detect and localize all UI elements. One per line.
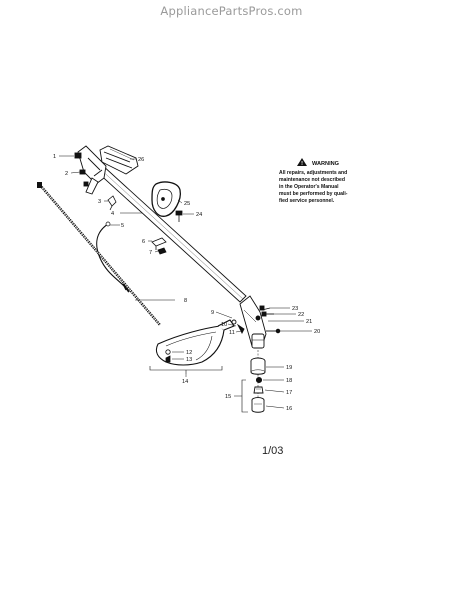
warning-line-2: maintenance not described: [279, 177, 345, 183]
warning-line-5: fied service personnel.: [279, 198, 335, 204]
callout-11: 11: [229, 330, 235, 336]
callout-13: 13: [186, 357, 192, 363]
throttle-housing: [99, 145, 139, 175]
part-3-clip: [107, 195, 117, 211]
callout-10: 10: [221, 322, 227, 328]
leader-lines: [59, 155, 312, 409]
callout-23: 23: [292, 306, 298, 312]
part-13-screw: [165, 355, 171, 363]
callout-18: 18: [286, 378, 292, 384]
handle-assembly: [74, 145, 107, 195]
part-24-screw: [175, 210, 183, 222]
callout-26: 26: [138, 157, 144, 163]
warning-line-3: in the Operator's Manual: [279, 184, 339, 190]
throttle-cable: [96, 221, 130, 293]
warning-line-4: must be performed by quali-: [279, 191, 348, 197]
part-12-nut: [165, 349, 171, 355]
callout-8: 8: [184, 298, 187, 304]
callout-16: 16: [286, 406, 292, 412]
date-code: 1/03: [262, 445, 284, 457]
callout-19: 19: [286, 365, 292, 371]
callout-labels: 1 2 3 4 5 6 7 8 9 10 11 12 13 14 15 16 1…: [53, 154, 320, 412]
callout-3: 3: [98, 199, 101, 205]
callout-12: 12: [186, 350, 192, 356]
callout-7: 7: [149, 250, 152, 256]
callout-9: 9: [211, 310, 214, 316]
callout-15: 15: [225, 394, 231, 400]
callout-4: 4: [111, 211, 114, 217]
part-7-screw: [157, 247, 167, 255]
callout-21: 21: [306, 319, 312, 325]
bracket-14: [149, 366, 223, 374]
svg-text:!: !: [301, 161, 303, 167]
flex-drive-shaft: [37, 182, 161, 326]
part-6-clamp: [151, 237, 167, 250]
upper-shaft: [83, 153, 247, 303]
rear-handle: [151, 181, 181, 217]
callout-2: 2: [65, 171, 68, 177]
callout-6: 6: [142, 239, 145, 245]
callout-20: 20: [314, 329, 320, 335]
gear-head: [231, 295, 281, 349]
callout-5: 5: [121, 223, 124, 229]
callout-22: 22: [298, 312, 304, 318]
warning-title: WARNING: [312, 161, 339, 167]
bracket-15: [241, 379, 248, 413]
callout-17: 17: [286, 390, 292, 396]
grass-guard: [155, 319, 235, 366]
callout-14: 14: [182, 379, 188, 385]
warning-triangle-icon: [297, 158, 307, 166]
warning-line-1: All repairs, adjustments and: [279, 170, 347, 176]
callout-25: 25: [184, 201, 190, 207]
callout-1: 1: [53, 154, 56, 160]
site-header[interactable]: AppliancePartsPros.com: [160, 4, 303, 18]
warning-notice: ! WARNING All repairs, adjustments and m…: [279, 158, 348, 204]
trimmer-head-stack: [250, 350, 266, 413]
callout-24: 24: [196, 212, 202, 218]
